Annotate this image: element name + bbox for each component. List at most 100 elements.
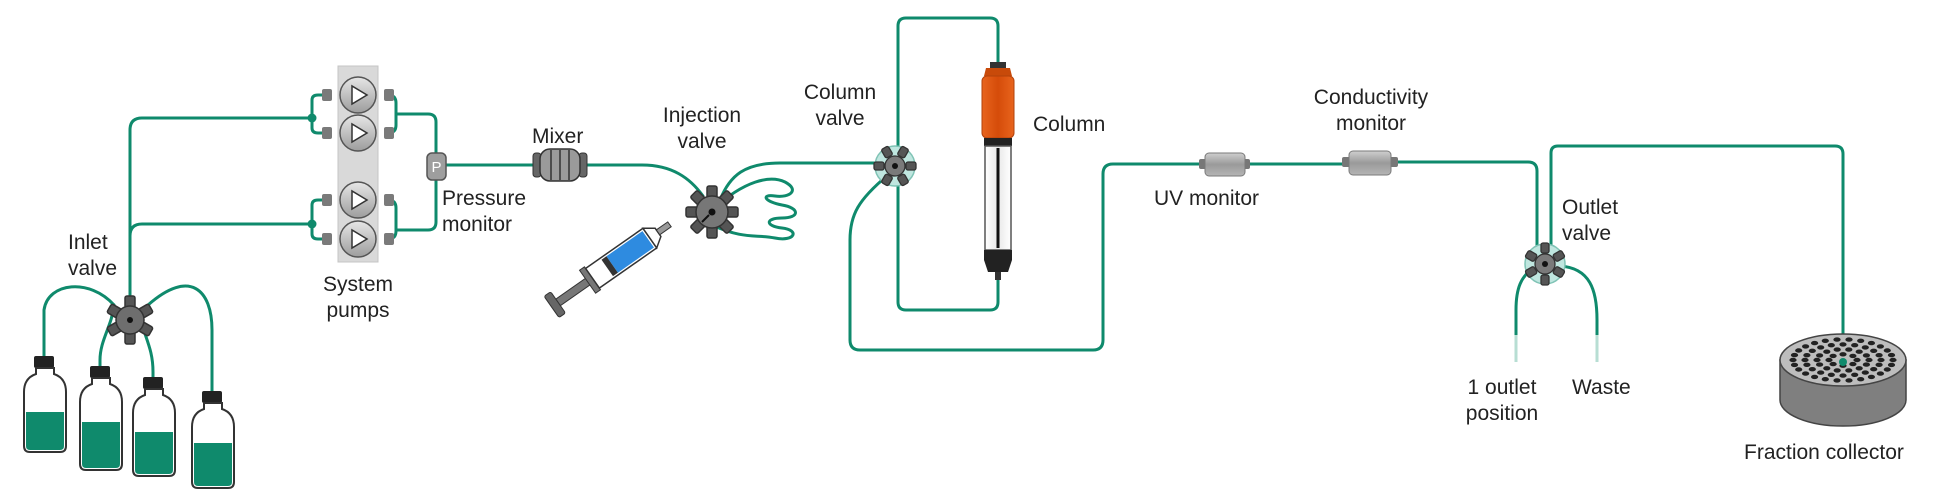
collector-tube-hole xyxy=(1865,357,1873,363)
tube-column-top xyxy=(896,16,1000,152)
outlet-valve-label-line2: valve xyxy=(1562,222,1612,245)
pressure-monitor-label-line2: monitor xyxy=(442,213,513,236)
collector-tube-hole xyxy=(1875,353,1883,358)
collector-tube-hole xyxy=(1833,337,1841,342)
collector-tube-hole xyxy=(1795,367,1803,372)
collector-tube-hole xyxy=(1861,345,1869,350)
collector-tube-hole xyxy=(1839,342,1847,347)
tube-pump-b-top xyxy=(310,198,328,226)
injection-valve-icon xyxy=(685,185,739,239)
collector-tube-hole xyxy=(1833,368,1841,373)
pressure-monitor-icon: P xyxy=(426,152,447,181)
collector-tube-hole xyxy=(1851,372,1859,377)
collector-tube-hole xyxy=(1855,366,1863,371)
collector-tube-hole xyxy=(1857,338,1865,343)
pump-head-b1 xyxy=(322,181,394,219)
collector-tube-hole xyxy=(1887,362,1896,368)
collector-tube-hole xyxy=(1862,362,1870,367)
collector-tube-hole xyxy=(1813,357,1821,363)
tube-bottle-1 xyxy=(42,285,116,362)
collector-tube-hole xyxy=(1808,348,1816,353)
waste-label: Waste xyxy=(1572,376,1631,399)
collector-tube-hole xyxy=(1795,348,1803,353)
collector-tube-hole xyxy=(1845,347,1853,352)
fraction-collector-label: Fraction collector xyxy=(1744,441,1904,464)
collector-tube-hole xyxy=(1833,347,1841,352)
outlet-position-label-line1: 1 outlet xyxy=(1467,376,1537,399)
tube-conductivity-to-outlet xyxy=(1390,160,1539,250)
collector-tube-hole xyxy=(1849,353,1857,359)
tube-fraction-collector xyxy=(1549,144,1845,364)
pressure-monitor-label: Pressure monitor xyxy=(442,186,526,238)
collector-tube-hole xyxy=(1816,362,1824,367)
tube-inlet-to-pump-b xyxy=(128,222,312,300)
injection-valve-label: Injection valve xyxy=(652,103,752,155)
collector-tube-hole xyxy=(1857,377,1865,382)
column-valve-icon xyxy=(873,145,917,187)
outlet-valve-label-line1: Outlet xyxy=(1562,196,1619,219)
collector-tube-hole xyxy=(1876,371,1884,376)
collector-tube-hole xyxy=(1790,352,1799,358)
collector-tube-hole xyxy=(1861,370,1869,375)
junction-dot-b xyxy=(307,219,317,229)
mixer-label: Mixer xyxy=(532,125,584,148)
bottle-2 xyxy=(79,366,123,471)
outlet-position-label-line2: position xyxy=(1465,402,1539,425)
conductivity-monitor-label-line2: monitor xyxy=(1335,112,1407,135)
collector-tube-hole xyxy=(1817,345,1825,350)
collector-tube-hole xyxy=(1802,371,1810,376)
outlet-position-label: 1 outlet position xyxy=(1452,375,1552,427)
column-icon xyxy=(981,62,1015,280)
system-pumps-label-line2: pumps xyxy=(326,299,390,322)
column-valve-label-line1: Column xyxy=(803,81,877,104)
tube-pump-a-bot xyxy=(310,116,328,135)
pump-head-a1 xyxy=(322,76,394,114)
collector-tube-hole xyxy=(1870,348,1878,353)
uv-monitor-label: UV monitor xyxy=(1154,187,1260,210)
system-pumps-icon xyxy=(322,65,394,263)
bottle-4 xyxy=(191,391,235,489)
collector-tube-hole xyxy=(1867,340,1875,346)
mixer-icon xyxy=(532,148,588,182)
collector-tube-hole xyxy=(1821,338,1829,343)
collector-tube-hole xyxy=(1851,343,1859,348)
collector-tube-hole xyxy=(1876,344,1884,349)
collector-tube-hole xyxy=(1887,352,1896,358)
collector-tube-hole xyxy=(1839,352,1847,357)
pressure-symbol: P xyxy=(431,159,441,176)
conductivity-monitor-label: Conductivity monitor xyxy=(1296,85,1446,137)
inlet-valve-icon xyxy=(106,295,154,345)
collector-tube-hole xyxy=(1883,348,1891,353)
pressure-monitor-label-line1: Pressure xyxy=(442,187,527,210)
collector-tube-hole xyxy=(1825,357,1833,363)
outlet-valve-icon xyxy=(1524,242,1566,286)
collector-tube-hole xyxy=(1811,340,1819,346)
tube-mixer-to-injection xyxy=(582,163,705,198)
conductivity-monitor-icon xyxy=(1342,150,1398,176)
outlet-valve-label: Outlet valve xyxy=(1562,195,1618,247)
collector-tube-hole xyxy=(1875,362,1883,367)
junction-dot-a xyxy=(307,113,317,123)
collector-tube-hole xyxy=(1829,361,1837,367)
uv-monitor-icon xyxy=(1199,152,1250,177)
column-valve-label-line2: valve xyxy=(815,107,865,130)
injection-valve-label-line1: Injection xyxy=(662,104,742,127)
collector-tube-hole xyxy=(1811,374,1819,380)
conductivity-monitor-label-line1: Conductivity xyxy=(1313,86,1429,109)
collector-tube-hole xyxy=(1817,370,1825,375)
collector-tube-hole xyxy=(1839,373,1847,378)
collector-tube-hole xyxy=(1845,378,1853,383)
fraction-collector-icon xyxy=(1779,333,1907,427)
collector-tube-hole xyxy=(1821,377,1829,382)
tube-inlet-to-pump-a xyxy=(128,116,312,300)
collector-tube-hole xyxy=(1870,367,1878,372)
syringe-icon xyxy=(544,221,672,318)
collector-tube-hole xyxy=(1889,357,1897,363)
tube-waste xyxy=(1558,264,1599,337)
collector-tube-hole xyxy=(1789,357,1797,363)
collector-tube-holes xyxy=(1789,337,1897,383)
collector-tube-hole xyxy=(1802,344,1810,349)
tube-injection-to-column-valve xyxy=(718,161,880,202)
system-pumps-label: System pumps xyxy=(318,272,398,324)
tube-bottle-4 xyxy=(146,284,214,402)
